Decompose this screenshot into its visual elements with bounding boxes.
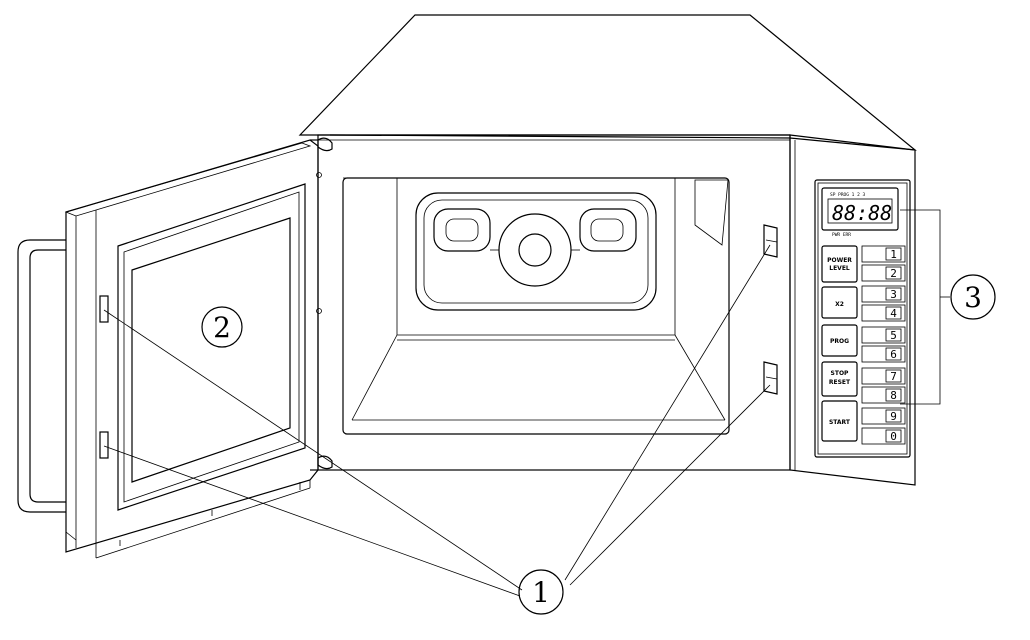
x2-button[interactable] [821,286,858,319]
display-digits: 88:88 [832,201,892,225]
start-button[interactable] [821,400,858,442]
x2-label: X2 [835,301,844,308]
display-bottom-labels: PWR ERR [832,232,851,238]
power-level-label-2: LEVEL [829,265,850,272]
key-7[interactable]: 7 [861,367,906,385]
callout-2: 2 [201,306,243,348]
cabinet-top [298,14,917,151]
key-5-label: 5 [890,329,897,342]
key-0-label: 0 [890,430,897,443]
cabinet-interlock-lower [763,361,778,395]
stirrer-cover [415,192,657,311]
prog-button[interactable] [821,324,858,357]
oven-cavity [342,177,730,435]
door-latch-upper [99,295,109,323]
callout-1: 1 [518,569,564,615]
control-panel-housing [789,134,916,486]
top-hinge [317,137,333,152]
callout-1-label: 1 [532,576,550,609]
key-8[interactable]: 8 [861,386,906,404]
power-level-label-1: POWER [827,257,852,264]
key-0[interactable]: 0 [861,427,906,445]
door-window [131,217,291,483]
stop-reset-button[interactable] [821,361,858,397]
key-4[interactable]: 4 [861,304,906,322]
function-buttons: POWER LEVEL X2 PROG STOP RESET START [821,245,858,442]
control-panel-face [814,179,911,458]
prog-label: PROG [830,338,849,345]
key-1[interactable]: 1 [861,245,906,263]
display-top-labels: SP PROG 1 2 3 [830,192,866,198]
key-3[interactable]: 3 [861,285,906,303]
door [17,139,319,559]
bottom-hinge [317,455,333,470]
door-handle [17,239,66,513]
key-6-label: 6 [890,348,897,361]
reset-label: RESET [829,379,851,386]
key-2-label: 2 [890,267,897,280]
callout-3: 3 [950,274,996,320]
start-label: START [829,419,851,426]
key-8-label: 8 [890,389,897,402]
leader-lines [103,209,950,597]
key-1-label: 1 [890,248,897,261]
key-3-label: 3 [890,288,897,301]
key-6[interactable]: 6 [861,345,906,363]
lcd-display: SP PROG 1 2 3 88:88 PWR ERR [821,187,899,238]
number-keypad: 1 2 3 4 5 6 7 [861,245,906,445]
stop-label: STOP [831,370,850,377]
callout-3-label: 3 [964,281,982,314]
key-9-label: 9 [890,410,897,423]
key-7-label: 7 [890,370,897,383]
key-2[interactable]: 2 [861,264,906,282]
key-9[interactable]: 9 [861,407,906,425]
callout-2-label: 2 [213,311,231,344]
power-level-button[interactable] [821,245,858,283]
cabinet-interlock-upper [763,224,778,258]
key-5[interactable]: 5 [861,326,906,344]
key-4-label: 4 [890,307,897,320]
door-latch-lower [99,431,109,459]
